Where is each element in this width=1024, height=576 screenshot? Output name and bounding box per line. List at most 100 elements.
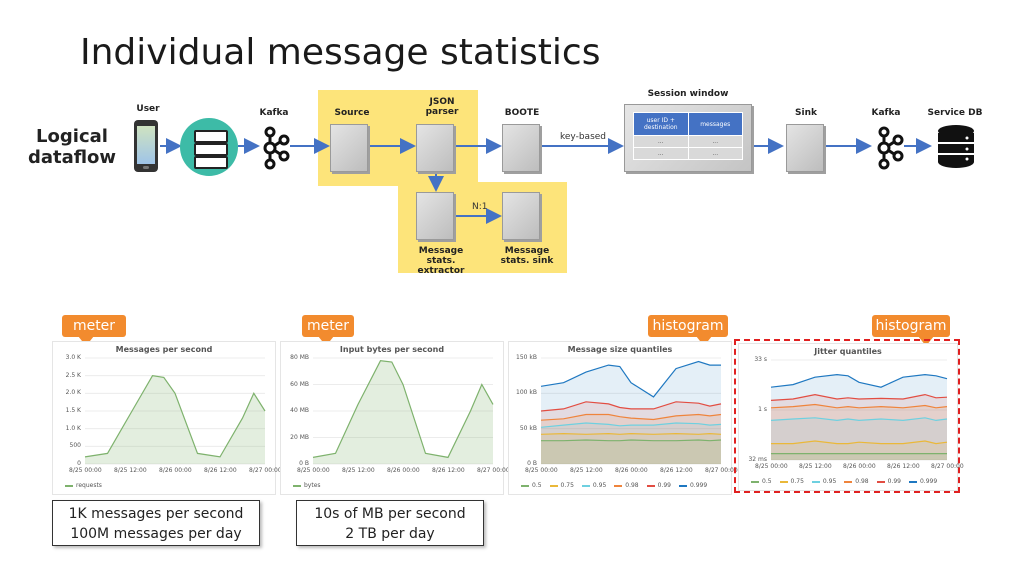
legend-label: 0.999	[689, 482, 708, 489]
y-tick-label: 0 B	[527, 460, 537, 467]
key-based-label: key-based	[560, 132, 607, 142]
legend-swatch	[614, 484, 623, 487]
y-tick-label: 1.0 K	[65, 424, 81, 432]
chart-title: Input bytes per second	[339, 345, 445, 354]
y-tick-label: 32 ms	[748, 456, 767, 463]
x-tick-label: 8/25 12:00	[799, 463, 832, 470]
y-tick-label: 1 s	[758, 406, 767, 413]
y-tick-label: 60 MB	[290, 380, 309, 388]
chart-title: Jitter quantiles	[814, 347, 882, 356]
legend-swatch	[779, 480, 788, 483]
series-line-0.75	[540, 432, 722, 435]
chart-legend: requests	[65, 482, 110, 489]
legend-item: 0.999	[678, 482, 708, 489]
series-line-0.99	[770, 393, 948, 401]
series-area-0.999	[541, 361, 721, 464]
y-tick-label: 20 MB	[290, 433, 309, 441]
y-tick-label: 500	[69, 442, 81, 450]
series-line-0.75	[771, 440, 948, 445]
legend-label: 0.5	[532, 482, 542, 489]
legend-swatch	[65, 484, 73, 487]
legend-swatch	[549, 484, 558, 487]
session-cell: ...	[633, 147, 689, 160]
y-tick-label: 50 kB	[519, 424, 537, 432]
source-node	[330, 124, 368, 172]
series-line-0.98	[540, 413, 722, 421]
y-tick-label: 150 kB	[516, 354, 537, 361]
legend-swatch	[646, 484, 655, 487]
series-area-0.99	[541, 401, 721, 464]
legend-label: 0.98	[855, 478, 869, 485]
x-tick-label: 8/26 12:00	[204, 467, 237, 474]
kafka-in-icon	[263, 126, 290, 170]
sink-node	[786, 124, 824, 172]
y-tick-label: 40 MB	[290, 407, 309, 414]
sink-label: Sink	[795, 108, 817, 118]
kafka-out-label: Kafka	[871, 108, 901, 118]
session-header-key: user ID + destination	[633, 112, 689, 136]
source-label: Source	[334, 108, 370, 118]
x-tick-label: 8/26 00:00	[387, 467, 420, 474]
x-tick-label: 8/27 00:00	[931, 463, 964, 470]
series-area-0.98	[541, 414, 721, 464]
session-window-node: user ID + destination messages ... ... .…	[624, 104, 752, 172]
session-cell: ...	[687, 135, 743, 148]
session-window-table: user ID + destination messages ... ... .…	[633, 112, 743, 160]
x-tick-label: 8/27 00:00	[705, 467, 738, 474]
bytes-volume-note: 10s of MB per second 2 TB per day	[296, 500, 484, 546]
stats-extractor-label: Message stats. extractor	[417, 246, 465, 276]
series-line-0.99	[540, 401, 722, 412]
legend-item: 0.75	[779, 478, 804, 485]
x-tick-label: 8/25 00:00	[69, 467, 102, 474]
x-tick-label: 8/26 12:00	[887, 463, 920, 470]
legend-item: 0.75	[549, 482, 574, 489]
histogram-callout-1: histogram	[648, 315, 728, 346]
series-line-0.95	[540, 422, 722, 428]
series-area-0.999	[771, 374, 947, 460]
chart-plot	[770, 359, 948, 461]
chart-plot	[540, 357, 722, 465]
logical-dataflow-label: Logical dataflow	[27, 126, 117, 168]
meter-callout-1: meter	[62, 315, 126, 346]
service-db-label: Service DB	[927, 108, 983, 118]
series-area-0.75	[771, 441, 947, 460]
legend-item: 0.98	[844, 478, 869, 485]
x-tick-label: 8/27 00:00	[249, 467, 282, 474]
session-cell: ...	[633, 135, 689, 148]
x-tick-label: 8/26 12:00	[660, 467, 693, 474]
x-tick-label: 8/25 00:00	[297, 467, 330, 474]
legend-label: 0.5	[762, 478, 772, 485]
x-tick-label: 8/25 12:00	[342, 467, 375, 474]
y-tick-label: 1.5 K	[65, 407, 81, 414]
legend-item: 0.5	[521, 482, 542, 489]
note1-line1: 1K messages per second	[68, 506, 244, 522]
y-tick-label: 33 s	[754, 356, 767, 363]
n1-label: N:1	[472, 202, 488, 212]
json-parser-node	[416, 124, 454, 172]
legend-label: 0.75	[560, 482, 574, 489]
series-line-0.999	[540, 360, 721, 398]
legend-swatch	[876, 480, 885, 483]
legend-swatch	[293, 484, 301, 487]
legend-item: requests	[65, 482, 102, 489]
legend-item: 0.98	[614, 482, 639, 489]
x-tick-label: 8/26 00:00	[159, 467, 192, 474]
series-area-0.5	[541, 440, 721, 464]
y-tick-label: 0 B	[299, 460, 309, 467]
user-label: User	[136, 104, 160, 114]
legend-label: 0.99	[657, 482, 671, 489]
database-icon	[938, 125, 974, 168]
stats-extractor-node	[416, 192, 454, 240]
legend-item: 0.99	[876, 478, 901, 485]
x-tick-label: 8/25 12:00	[570, 467, 603, 474]
messages-volume-note: 1K messages per second 100M messages per…	[52, 500, 260, 546]
session-cell: ...	[687, 147, 743, 160]
boote-label: BOOTE	[504, 108, 540, 118]
legend-swatch	[811, 480, 820, 483]
legend-label: 0.999	[919, 478, 938, 485]
x-tick-label: 8/25 00:00	[525, 467, 558, 474]
